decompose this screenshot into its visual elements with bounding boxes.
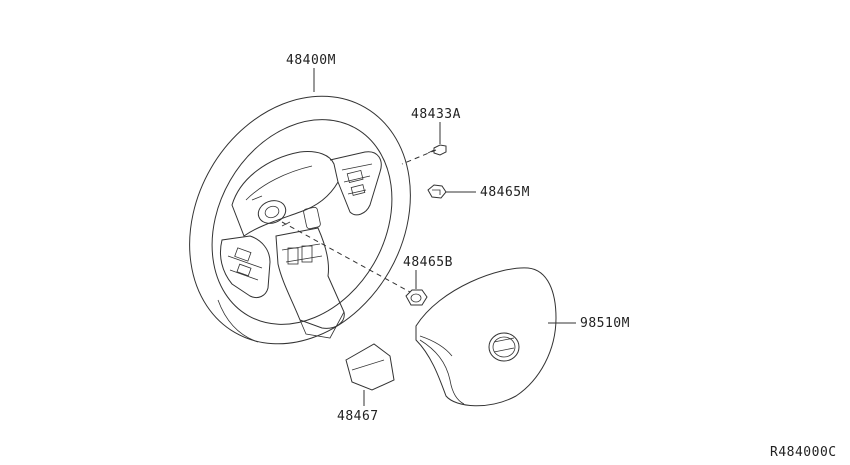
airbag-module: [415, 267, 557, 407]
label-48400M: 48400M: [286, 53, 336, 68]
label-48465B: 48465B: [403, 255, 453, 270]
reference-code: R484000C: [770, 445, 837, 460]
bolt-part: [427, 144, 447, 156]
label-98510M: 98510M: [580, 316, 630, 331]
hub-to-nut-line: [281, 221, 411, 293]
nut-m-part: [427, 184, 447, 199]
label-48465M: 48465M: [480, 185, 530, 200]
bolt-to-wheel-line: [401, 149, 437, 165]
nut-b-part: [405, 289, 428, 306]
steering-wheel: [189, 95, 411, 345]
label-48467: 48467: [337, 409, 379, 424]
label-48433A: 48433A: [411, 107, 461, 122]
cover-part: [345, 343, 395, 391]
